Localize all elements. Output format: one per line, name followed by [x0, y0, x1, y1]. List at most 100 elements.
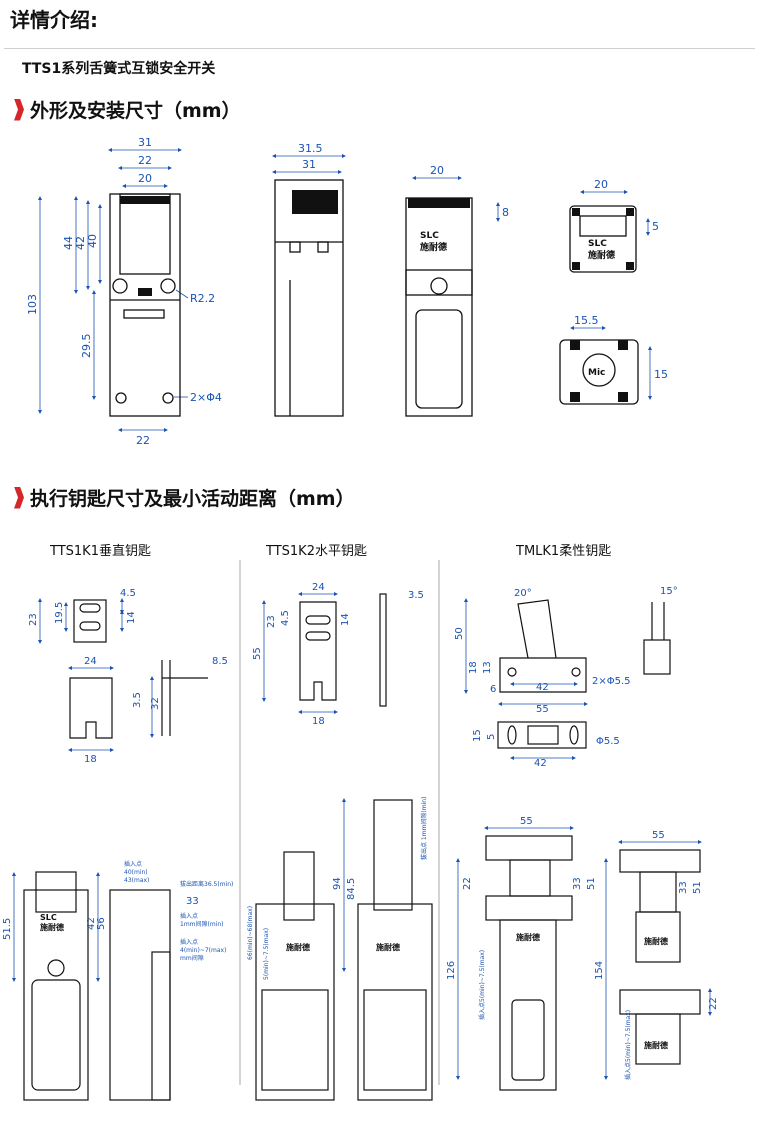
col1-caption: TTS1K1垂直钥匙 — [50, 544, 151, 559]
note-13b: 插入点5(min)~7.5(max) — [624, 1010, 632, 1080]
brand-c3: 施耐德 — [516, 932, 540, 942]
dim-c2-55: 55 — [252, 647, 263, 660]
arrow-bullet-icon — [14, 98, 24, 121]
dim-c1-14: 14 — [126, 611, 137, 624]
dim-e33c3: 33 — [572, 877, 583, 890]
dim-c2-3-5: 3.5 — [408, 590, 424, 601]
section2-drawings: 4.5 23 19.5 14 24 8.5 3.5 32 18 24 3.5 2… — [2, 560, 719, 1101]
key-outlines — [23, 593, 701, 1101]
dim-c1-18: 18 — [84, 754, 97, 765]
dim-f20: 20 — [430, 164, 444, 177]
dim-42: 42 — [74, 236, 87, 250]
dim-e42: 42 — [86, 917, 97, 930]
dim-e55b: 55 — [652, 830, 665, 841]
note-4: 拔出距离36.5(min) — [180, 880, 233, 888]
section1-title: 外形及安装尺寸（mm） — [14, 96, 241, 123]
brand-c3b: 施耐德 — [644, 936, 668, 946]
dim-e51-5: 51.5 — [2, 918, 13, 940]
section1-title-text: 外形及安装尺寸（mm） — [30, 100, 241, 122]
dimension-labels: 31 22 20 103 44 42 40 29.5 R2.2 2×Φ4 22 … — [26, 136, 668, 447]
dim-c1-32: 32 — [150, 697, 161, 710]
brand-label-top: SLC — [588, 239, 607, 249]
brand-c1: 施耐德 — [40, 922, 64, 932]
note-5: 插入点 — [180, 912, 198, 920]
dim-103: 103 — [26, 294, 39, 315]
note-10: 66(min)~68(max) — [247, 906, 254, 960]
dim-c2-14: 14 — [340, 613, 351, 626]
key-dimension-lines — [12, 592, 712, 1080]
divider — [4, 48, 755, 49]
dim-15: 15 — [654, 368, 668, 381]
mic-label: Mic — [588, 368, 605, 378]
dim-c3-20deg: 20° — [514, 588, 532, 599]
dim-e51c3: 51 — [586, 877, 597, 890]
dimension-lines — [38, 148, 652, 432]
dim-e154: 154 — [594, 961, 605, 980]
dim-c3-50: 50 — [454, 627, 465, 640]
dim-e33b: 33 — [678, 881, 689, 894]
note-6: 1mm间隙(min) — [180, 920, 224, 928]
dim-c1-19-5: 19.5 — [54, 602, 65, 624]
key-dimension-labels: 4.5 23 19.5 14 24 8.5 3.5 32 18 24 3.5 2… — [2, 582, 719, 1010]
dim-44: 44 — [62, 236, 75, 250]
dim-e51b: 51 — [692, 881, 703, 894]
detail-features — [120, 190, 634, 402]
dim-22b: 22 — [136, 434, 150, 447]
note-11: 5(min)~7.5(max) — [263, 928, 270, 980]
dim-e84-5: 84.5 — [346, 878, 357, 900]
section1-drawings: 31 22 20 103 44 42 40 29.5 R2.2 2×Φ4 22 … — [26, 136, 668, 447]
dim-c3-15deg: 15° — [660, 586, 678, 597]
note-8: 4(min)~7(max) — [180, 947, 226, 954]
dim-e55: 55 — [520, 816, 533, 827]
dim-e126: 126 — [446, 961, 457, 980]
dim-c1-3-5: 3.5 — [132, 692, 143, 708]
dim-c3-55: 55 — [536, 704, 549, 715]
arrow-bullet-icon — [14, 486, 24, 509]
col2-caption: TTS1K2水平钥匙 — [266, 544, 367, 559]
dim-c3-42: 42 — [536, 682, 549, 693]
dim-20: 20 — [138, 172, 152, 185]
dim-29-5: 29.5 — [80, 334, 93, 359]
annotation-notes: 插入点 40(min) 43(max) 拔出距离36.5(min) 插入点 1m… — [124, 797, 632, 1080]
dim-e22: 22 — [462, 877, 473, 890]
dim-c1-24: 24 — [84, 656, 97, 667]
dim-c2-24: 24 — [312, 582, 325, 593]
outline-drawings — [109, 179, 639, 417]
dim-c3-hole2: Φ5.5 — [596, 736, 620, 747]
dim-c3-18: 18 — [468, 661, 479, 674]
page-heading: 详情介绍: — [10, 8, 98, 32]
dim-e22b: 22 — [708, 997, 719, 1010]
brand-c2a: 施耐德 — [286, 942, 310, 952]
dim-t20: 20 — [594, 178, 608, 191]
dim-c2-18: 18 — [312, 716, 325, 727]
dim-c3-13: 13 — [482, 661, 493, 674]
dim-t5: 5 — [652, 220, 659, 233]
dim-r2-2: R2.2 — [190, 292, 215, 305]
dim-c1-4-5: 4.5 — [120, 588, 136, 599]
dim-c2-4-5: 4.5 — [280, 610, 291, 626]
brand-cn-label-top: 施耐德 — [588, 249, 615, 261]
col3-caption: TMLK1柔性钥匙 — [516, 544, 612, 559]
note-1: 插入点 — [124, 860, 142, 868]
dim-31: 31 — [138, 136, 152, 149]
dim-31-side: 31 — [302, 158, 316, 171]
note-3: 43(max) — [124, 877, 149, 884]
brand-marks: 施耐德 施耐德 施耐德 施耐德 施耐德 施耐德 SLC — [40, 913, 668, 1050]
brand-c3c: 施耐德 — [644, 1040, 668, 1050]
dim-c3-6: 6 — [490, 684, 496, 695]
brand-slc-c1: SLC — [40, 913, 57, 922]
brand-cn-label: 施耐德 — [420, 241, 447, 253]
dim-e56: 56 — [96, 917, 107, 930]
dim-c2-23: 23 — [266, 615, 277, 628]
product-title: TTS1系列舌簧式互锁安全开关 — [22, 61, 216, 77]
brand-label: SLC — [420, 231, 439, 241]
dim-hole: 2×Φ4 — [190, 391, 222, 404]
dim-c3-5: 5 — [486, 734, 497, 740]
dim-e33: 33 — [186, 896, 199, 907]
section2-title: 执行钥匙尺寸及最小活动距离（mm） — [14, 484, 355, 511]
dim-40: 40 — [86, 234, 99, 248]
dim-c3-hole: 2×Φ5.5 — [592, 676, 631, 687]
dim-22: 22 — [138, 154, 152, 167]
front-view-head — [119, 193, 171, 275]
dim-c1-23: 23 — [28, 613, 39, 626]
